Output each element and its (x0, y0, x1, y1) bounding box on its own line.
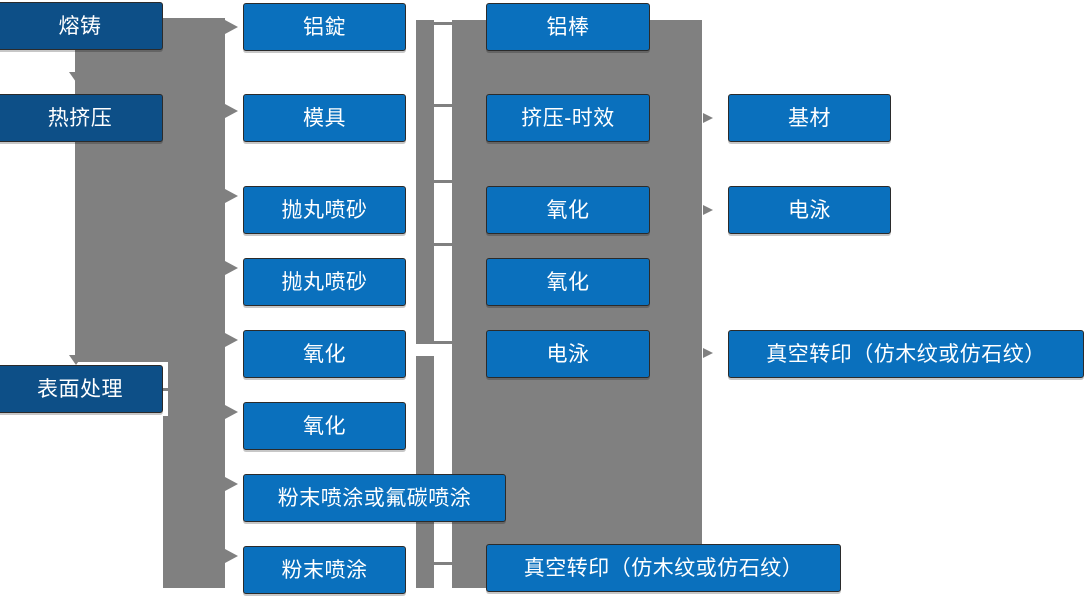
process-node-label: 氧化 (546, 270, 590, 294)
process-node-label: 真空转印（仿木纹或仿石纹） (523, 556, 804, 580)
arrow-to-c2-6 (225, 405, 238, 419)
output-node-electrophoresis[interactable]: 电泳 (728, 186, 891, 234)
step-node-aluminum-ingot[interactable]: 铝錠 (243, 3, 406, 51)
stage-node-surface-treatment[interactable]: 表面处理 (0, 365, 163, 413)
process-node-label: 氧化 (546, 198, 590, 222)
step-node-label: 粉末喷涂 (281, 558, 368, 582)
step-node-label: 粉末喷涂或氟碳喷涂 (277, 486, 472, 510)
stage-node-melting[interactable]: 熔铸 (0, 2, 163, 50)
step-node-mold[interactable]: 模具 (243, 94, 406, 142)
process-node-extrusion-aging[interactable]: 挤压-时效 (486, 94, 650, 142)
arrow-to-c2-8 (225, 549, 238, 563)
process-node-label: 铝棒 (546, 15, 590, 39)
connector-comb-1 (416, 22, 452, 25)
stage-node-label: 表面处理 (37, 377, 123, 401)
output-node-vacuum-transfer-print[interactable]: 真空转印（仿木纹或仿石纹） (728, 330, 1084, 378)
connector-comb-6 (432, 562, 454, 565)
connector-comb-4 (432, 243, 454, 246)
output-node-label: 基材 (788, 106, 831, 130)
connector-comb-3 (432, 180, 454, 183)
arrow-to-c2-5 (225, 333, 238, 347)
arrow-to-c2-2 (225, 104, 238, 118)
step-node-powder-coating[interactable]: 粉末喷涂 (243, 546, 406, 594)
connector-stub-stage3 (160, 388, 190, 391)
step-node-label: 铝錠 (303, 15, 346, 39)
step-node-shot-blasting-2[interactable]: 抛丸喷砂 (243, 258, 406, 306)
arrow-to-c2-1 (225, 20, 238, 34)
connector-rail-left-lower (416, 356, 434, 588)
stage-node-hot-extrusion[interactable]: 热挤压 (0, 94, 163, 142)
process-node-oxidation-2[interactable]: 氧化 (486, 258, 650, 306)
step-node-powder-or-fluorocarbon-coating[interactable]: 粉末喷涂或氟碳喷涂 (243, 474, 506, 522)
step-node-shot-blasting-1[interactable]: 抛丸喷砂 (243, 186, 406, 234)
process-node-electrophoresis[interactable]: 电泳 (486, 330, 650, 378)
process-node-oxidation-1[interactable]: 氧化 (486, 186, 650, 234)
output-node-label: 电泳 (788, 198, 831, 222)
step-node-label: 抛丸喷砂 (281, 270, 368, 294)
stage-node-label: 热挤压 (47, 106, 113, 130)
connector-comb-2 (432, 104, 454, 107)
stage-node-label: 熔铸 (58, 14, 102, 38)
connector-trunk-lower-wide (163, 360, 225, 588)
arrow-to-c2-4 (225, 261, 238, 275)
arrow-to-c4-3 (703, 348, 713, 358)
connector-trunk-upper-wide (75, 18, 225, 366)
process-node-label: 挤压-时效 (521, 106, 615, 130)
process-node-aluminum-bar[interactable]: 铝棒 (486, 3, 650, 51)
arrow-to-c4-2 (703, 205, 713, 215)
arrow-to-c2-3 (225, 189, 238, 203)
step-node-label: 模具 (303, 106, 346, 130)
step-node-label: 氧化 (303, 414, 346, 438)
process-node-label: 电泳 (546, 342, 590, 366)
arrow-to-c4-1 (703, 113, 713, 123)
connector-comb-5 (432, 341, 454, 344)
step-node-oxidation-2[interactable]: 氧化 (243, 402, 406, 450)
process-node-vacuum-transfer-print[interactable]: 真空转印（仿木纹或仿石纹） (486, 544, 841, 592)
step-node-oxidation-1[interactable]: 氧化 (243, 330, 406, 378)
connector-down-arrow-stage2 (69, 355, 83, 365)
output-node-label: 真空转印（仿木纹或仿石纹） (766, 342, 1046, 366)
connector-rail-left (416, 20, 434, 344)
output-node-base-material[interactable]: 基材 (728, 94, 891, 142)
step-node-label: 氧化 (303, 342, 346, 366)
step-node-label: 抛丸喷砂 (281, 198, 368, 222)
arrow-to-c2-7 (225, 477, 238, 491)
